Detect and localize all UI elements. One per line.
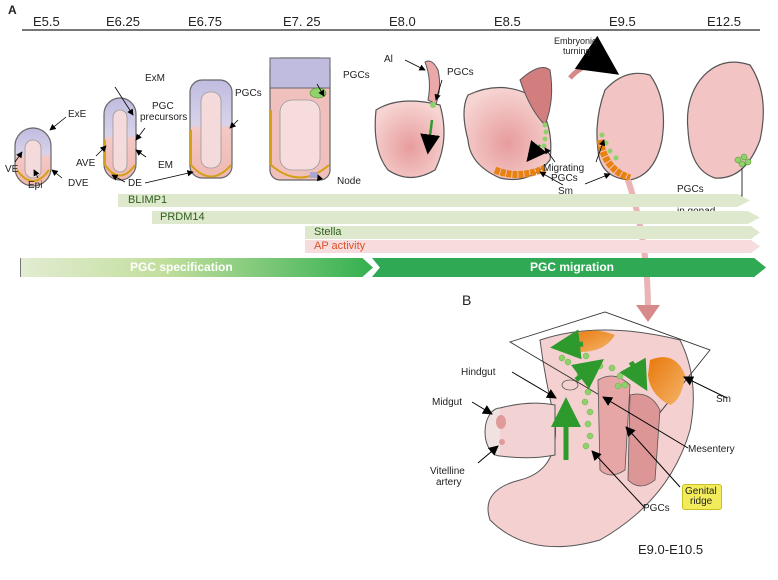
embryo-e7-25: [269, 57, 331, 181]
label-embryonic-turning-2: turning: [563, 46, 591, 56]
expression-bar-label: PRDM14: [160, 211, 205, 223]
stage-label: E8.5: [494, 14, 521, 29]
stage-label: E6.25: [106, 14, 140, 29]
stage-label: E6.75: [188, 14, 222, 29]
label-exe: ExE: [68, 109, 87, 120]
label-ve: VE: [5, 164, 19, 175]
label-hindgut: Hindgut: [461, 367, 496, 378]
label-midgut: Midgut: [432, 397, 463, 408]
embryo-e8-5: [463, 67, 553, 181]
genital-ridge-highlight: [682, 484, 722, 510]
phase-arrow-specification: [20, 258, 373, 277]
label-al: Al: [384, 54, 393, 65]
label-node: Node: [337, 176, 361, 187]
stage-label: E8.0: [389, 14, 416, 29]
label-dve: DVE: [68, 178, 89, 189]
label-exm: ExM: [145, 73, 165, 84]
phase-label: PGC specification: [130, 260, 233, 274]
label-sm: Sm: [558, 186, 573, 197]
somite: [648, 357, 685, 405]
phase-label: PGC migration: [530, 260, 615, 274]
label-de: DE: [128, 178, 142, 189]
label-pgcs-b: PGCs: [643, 503, 670, 514]
label-pgc-precursors-2: precursors: [140, 112, 188, 123]
embryo-e8-0: [374, 60, 445, 179]
label-embryonic-turning-1: Embryonic: [554, 36, 597, 46]
label-vitelline-1: Vitelline: [430, 466, 465, 477]
expression-bar-ap-activity: [305, 240, 760, 253]
stage-label: E7. 25: [283, 14, 321, 29]
phase-arrow-migration: [372, 258, 766, 277]
label-genital-2: ridge: [690, 496, 713, 507]
label-epi: Epi: [28, 180, 43, 191]
expression-bar-stella: [305, 226, 760, 239]
label-mesentery: Mesentery: [688, 444, 735, 455]
label-pgcs-e80: PGCs: [447, 67, 474, 78]
expression-bar-label: BLIMP1: [128, 194, 168, 206]
panel-a-letter: A: [8, 3, 17, 17]
expression-bar-label: AP activity: [314, 240, 366, 252]
label-pgcs-settled-1: PGCs: [677, 184, 704, 195]
label-ave: AVE: [76, 158, 96, 169]
stage-range-label: E9.0-E10.5: [638, 542, 704, 557]
embryo-e5-5: [14, 127, 52, 187]
expression-bar-label: Stella: [314, 226, 342, 238]
label-migrating-pgcs-2: PGCs: [551, 173, 578, 184]
expression-bar-blimp1: [118, 194, 750, 207]
stage-axis-line: [22, 29, 760, 31]
label-migrating-pgcs-1: Migrating: [543, 163, 585, 174]
label-em: EM: [158, 160, 173, 171]
label-sm-b: Sm: [716, 394, 731, 405]
panel-b-letter: B: [462, 292, 472, 308]
embryo-e6-25: [103, 97, 137, 181]
embryo-e12-5: [686, 61, 764, 197]
embryonic-turning-arrow: [568, 35, 620, 80]
expression-bar-prdm14: [152, 211, 760, 224]
stage-label: E12.5: [707, 14, 741, 29]
stage-label: E5.5: [33, 14, 60, 29]
label-pgcs-e725: PGCs: [343, 70, 370, 81]
label-pgcs-e675: PGCs: [235, 88, 262, 99]
embryo-e6-75: [189, 79, 233, 179]
stage-label: E9.5: [609, 14, 636, 29]
label-genital-1: Genital: [685, 486, 717, 497]
label-vitelline-2: artery: [436, 477, 462, 488]
label-pgc-precursors-1: PGC: [152, 101, 174, 112]
embryo-e9-5: [596, 72, 665, 182]
